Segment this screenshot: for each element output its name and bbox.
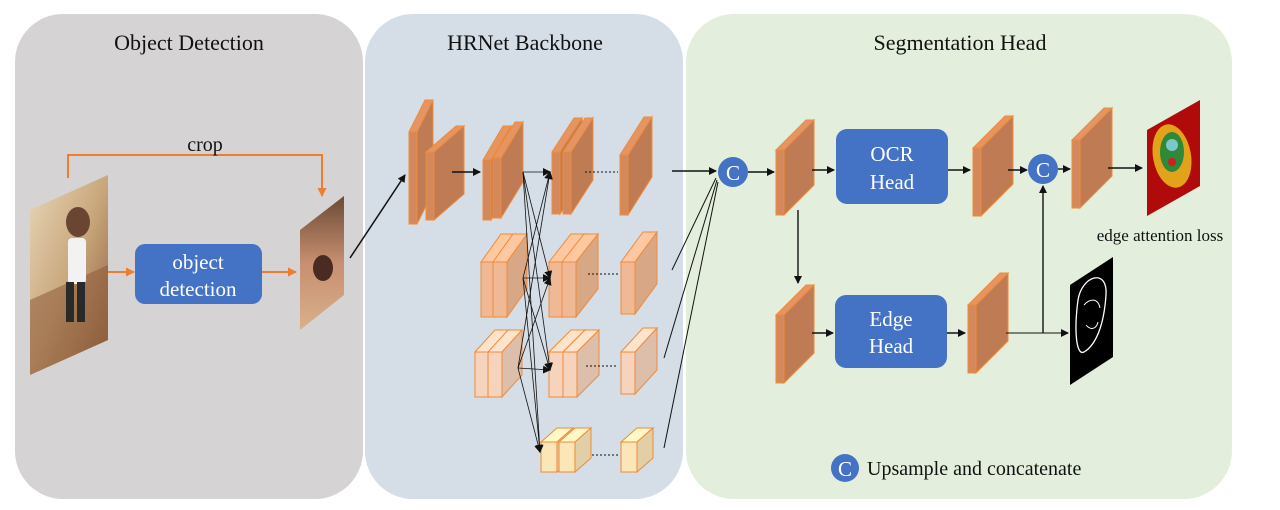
arrow-stream2-to-concat xyxy=(671,177,717,271)
stream1-stack-a2-front xyxy=(492,157,502,219)
panel-segmentation-head: Segmentation Head xyxy=(686,14,1232,499)
stream2-stack-b2-front xyxy=(561,261,577,318)
stream1-stack-c xyxy=(619,115,653,217)
seg-feature-5-front xyxy=(1071,139,1081,209)
stream4-stack-b1-front xyxy=(540,441,558,473)
backbone-stem-slab-2-front xyxy=(425,151,435,221)
exchange-line-12 xyxy=(517,367,543,453)
legend-concat-symbol: C xyxy=(838,457,852,481)
stream4-stack-c-front xyxy=(620,441,638,473)
stream3-stack-a2-front xyxy=(487,351,503,398)
edge-head-line1: Edge xyxy=(869,307,912,331)
seg-feature-2-front xyxy=(775,314,785,384)
object-detection-box xyxy=(135,244,262,304)
stream3-stack-b2-front xyxy=(562,351,578,398)
concat-symbol-1: C xyxy=(726,161,740,185)
seg-feature-3-front xyxy=(972,147,982,217)
exchange-line-10 xyxy=(517,277,552,369)
stream3-stack-b2 xyxy=(561,328,601,399)
stream4-stack-b2-front xyxy=(558,441,576,473)
concat-circle-2 xyxy=(1028,154,1058,184)
legend-label: Upsample and concatenate xyxy=(867,458,1081,480)
seg-feature-4-front xyxy=(967,304,977,374)
exchange-line-7 xyxy=(522,277,552,371)
object-detection-block: object detection xyxy=(135,244,262,304)
object-detection-line2: detection xyxy=(160,277,237,301)
stream1-stack-b1-front xyxy=(551,151,561,215)
arrow-stream3-to-concat xyxy=(663,179,718,359)
edge-attention-loss-label: edge attention loss xyxy=(1097,226,1224,245)
seg-feature-3 xyxy=(971,114,1015,218)
panel-segmentation-head-bg xyxy=(686,14,1232,499)
concat-node-1: C xyxy=(718,157,748,187)
legend: C Upsample and concatenate xyxy=(831,454,1081,482)
stream1-stack-c-front xyxy=(619,154,629,216)
panel-object-detection-title: Object Detection xyxy=(114,30,264,55)
seg-feature-5 xyxy=(1070,106,1114,210)
ocr-head-block: OCR Head xyxy=(836,129,948,204)
legend-concat-circle xyxy=(831,454,859,482)
stream2-stack-c-front xyxy=(620,261,636,315)
edge-map-output xyxy=(1070,257,1113,385)
stream3-stack-a1-front xyxy=(474,351,490,398)
exchange-line-4 xyxy=(522,171,544,453)
crop-label: crop xyxy=(187,134,223,156)
stream3-stack-b1-front xyxy=(548,351,564,398)
backbone-stem-slab-2 xyxy=(424,124,466,222)
edge-head-block: Edge Head xyxy=(835,295,947,368)
concat-node-2: C xyxy=(1028,154,1058,184)
seg-feature-1-front xyxy=(775,149,785,216)
backbone-layer xyxy=(408,99,719,474)
seg-feature-2 xyxy=(774,283,816,385)
seg-feature-1 xyxy=(774,118,816,217)
stream1-stack-a2 xyxy=(492,120,524,220)
exchange-line-5 xyxy=(522,171,553,279)
edge-head-line2: Head xyxy=(869,334,914,358)
stream3-stack-a2 xyxy=(486,328,524,399)
panel-segmentation-head-title: Segmentation Head xyxy=(874,30,1047,55)
input-image xyxy=(30,175,108,375)
arrow-crop-to-backbone xyxy=(349,174,406,259)
stream3-stack-c-front xyxy=(620,351,636,395)
stream2-stack-c xyxy=(620,230,658,316)
concat-circle-1 xyxy=(718,157,748,187)
exchange-line-9 xyxy=(517,171,553,369)
crop-arrow xyxy=(67,154,327,197)
stream1-stack-a1-front xyxy=(482,159,492,221)
stream4-stack-c xyxy=(619,426,655,474)
stream2-stack-a2 xyxy=(492,232,528,319)
panel-backbone-title: HRNet Backbone xyxy=(447,30,603,55)
ocr-head-line2: Head xyxy=(870,170,915,194)
arrow-stream4-to-concat xyxy=(663,181,719,449)
exchange-line-3 xyxy=(522,171,554,371)
ocr-head-line1: OCR xyxy=(870,142,913,166)
exchange-line-8 xyxy=(522,277,544,453)
stream4-stack-b2 xyxy=(557,426,593,474)
backbone-stem-slab-1-front xyxy=(408,131,418,225)
exchange-line-11 xyxy=(517,365,551,374)
stream1-stack-b2-front xyxy=(562,151,572,215)
stream2-stack-b1-front xyxy=(548,261,564,318)
edge-head-box xyxy=(835,295,947,368)
seghead-layer xyxy=(748,106,1143,385)
object-detection-line1: object xyxy=(172,250,223,274)
segmentation-map-output xyxy=(1147,100,1200,216)
ocr-head-box xyxy=(836,129,948,204)
stream2-stack-b2 xyxy=(560,232,600,319)
stream2-stack-a2-front xyxy=(492,261,508,318)
cropped-face-image xyxy=(300,196,344,330)
concat-symbol-2: C xyxy=(1036,158,1050,182)
stream1-stack-b2 xyxy=(562,116,594,216)
stream3-stack-c xyxy=(619,326,659,396)
seg-feature-4 xyxy=(966,271,1010,375)
